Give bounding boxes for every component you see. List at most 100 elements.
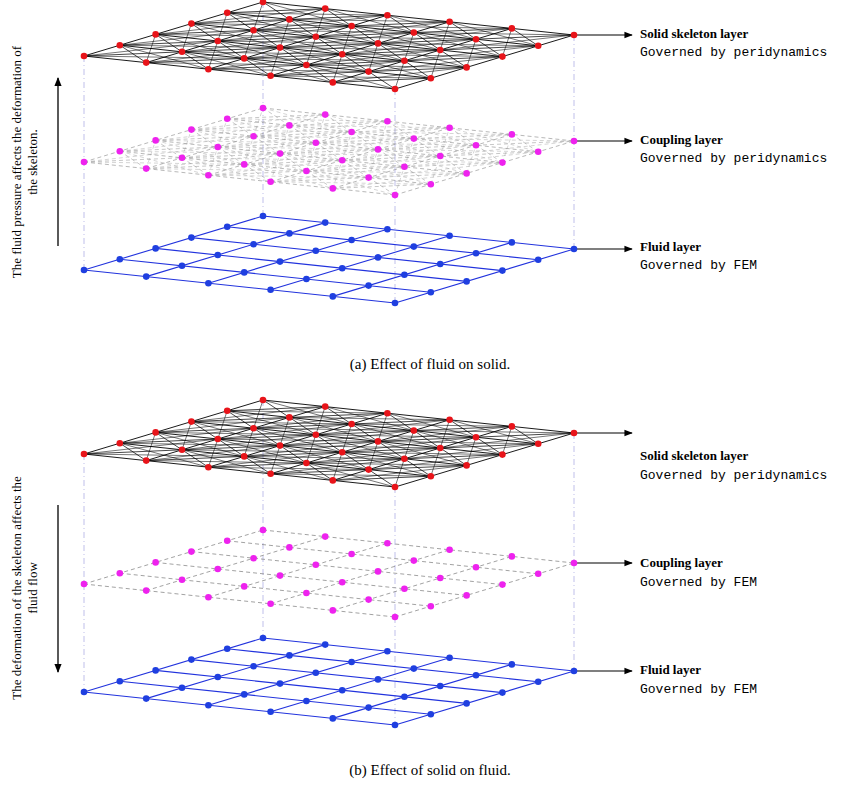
material-point <box>322 641 329 648</box>
material-point <box>411 427 418 434</box>
grid-line <box>263 2 574 35</box>
projection-line <box>263 400 264 638</box>
bond-line <box>182 24 191 52</box>
material-point <box>384 648 391 655</box>
material-point <box>188 418 195 425</box>
material-point <box>535 149 542 156</box>
material-point <box>260 635 267 642</box>
material-point <box>250 663 257 670</box>
bond-line <box>271 154 280 182</box>
grid-line <box>333 242 512 296</box>
material-point <box>277 442 284 449</box>
bond-line <box>182 52 208 69</box>
bond-line <box>182 130 191 158</box>
grid-line <box>271 658 450 712</box>
grid-line <box>84 584 395 617</box>
bond-line <box>120 443 146 460</box>
material-point <box>473 142 480 149</box>
bond-line <box>227 411 253 428</box>
bond-line <box>325 407 414 431</box>
material-point <box>117 42 124 49</box>
grid-line <box>156 432 467 465</box>
material-point <box>535 679 542 686</box>
bond-line <box>280 48 306 65</box>
material-point <box>215 566 222 573</box>
bond-line <box>254 108 263 136</box>
material-point <box>463 170 470 177</box>
material-point <box>428 473 435 480</box>
material-point <box>330 185 337 192</box>
material-point <box>339 449 346 456</box>
bond-line <box>316 37 342 54</box>
material-point <box>250 27 257 34</box>
material-point <box>277 680 284 687</box>
material-point <box>188 234 195 241</box>
bond-line <box>289 125 315 142</box>
material-point <box>571 560 578 567</box>
material-point <box>330 715 337 722</box>
material-point <box>499 581 506 588</box>
material-point <box>81 159 88 166</box>
material-point <box>411 135 418 142</box>
grid-line <box>146 537 325 591</box>
material-point <box>260 0 267 5</box>
grid-line <box>333 556 512 610</box>
material-point <box>339 51 346 58</box>
grid-line <box>208 229 387 283</box>
material-point <box>446 125 453 132</box>
bond-line <box>325 115 414 139</box>
influence-arrow <box>57 505 58 672</box>
material-point <box>224 538 231 545</box>
material-point <box>215 144 222 151</box>
grid-line <box>227 227 538 260</box>
bond-line <box>369 149 378 177</box>
material-point <box>509 239 516 246</box>
layer-name: Coupling layer <box>640 132 723 148</box>
material-point <box>260 105 267 112</box>
material-point <box>499 267 506 274</box>
material-point <box>117 440 124 447</box>
material-point <box>365 174 372 181</box>
material-point <box>437 683 444 690</box>
material-point <box>428 289 435 296</box>
material-point <box>260 397 267 404</box>
material-point <box>313 670 320 677</box>
material-point <box>152 559 159 566</box>
material-point <box>499 451 506 458</box>
bond-line <box>218 147 244 164</box>
grid-line <box>271 236 450 290</box>
bond-line <box>191 130 217 147</box>
material-point <box>250 133 257 140</box>
material-point <box>117 570 124 577</box>
material-point <box>205 594 212 601</box>
material-point <box>428 181 435 188</box>
bond-line <box>191 422 217 439</box>
bond-line <box>431 50 440 78</box>
material-point <box>509 423 516 430</box>
material-point <box>384 118 391 125</box>
material-point <box>365 596 372 603</box>
grid-line <box>84 692 395 725</box>
material-point <box>509 131 516 138</box>
bond-line <box>289 19 315 36</box>
bond-line <box>263 2 352 26</box>
material-point <box>179 577 186 584</box>
bond-line <box>431 156 440 184</box>
material-point <box>411 29 418 36</box>
bond-line <box>369 178 395 195</box>
material-point <box>499 159 506 166</box>
material-point <box>143 695 150 702</box>
bond-line <box>387 15 476 39</box>
projection-line <box>395 487 396 725</box>
material-point <box>322 403 329 410</box>
material-point <box>241 269 248 276</box>
material-point <box>267 73 274 80</box>
bond-line <box>156 140 182 157</box>
bond-line <box>218 41 244 58</box>
bond-line <box>316 435 342 452</box>
grid-line <box>146 223 325 277</box>
material-point <box>446 19 453 26</box>
bond-line <box>450 22 539 46</box>
layer-name: Fluid layer <box>640 662 701 678</box>
layer-method: Governed by peridynamics <box>640 151 827 166</box>
